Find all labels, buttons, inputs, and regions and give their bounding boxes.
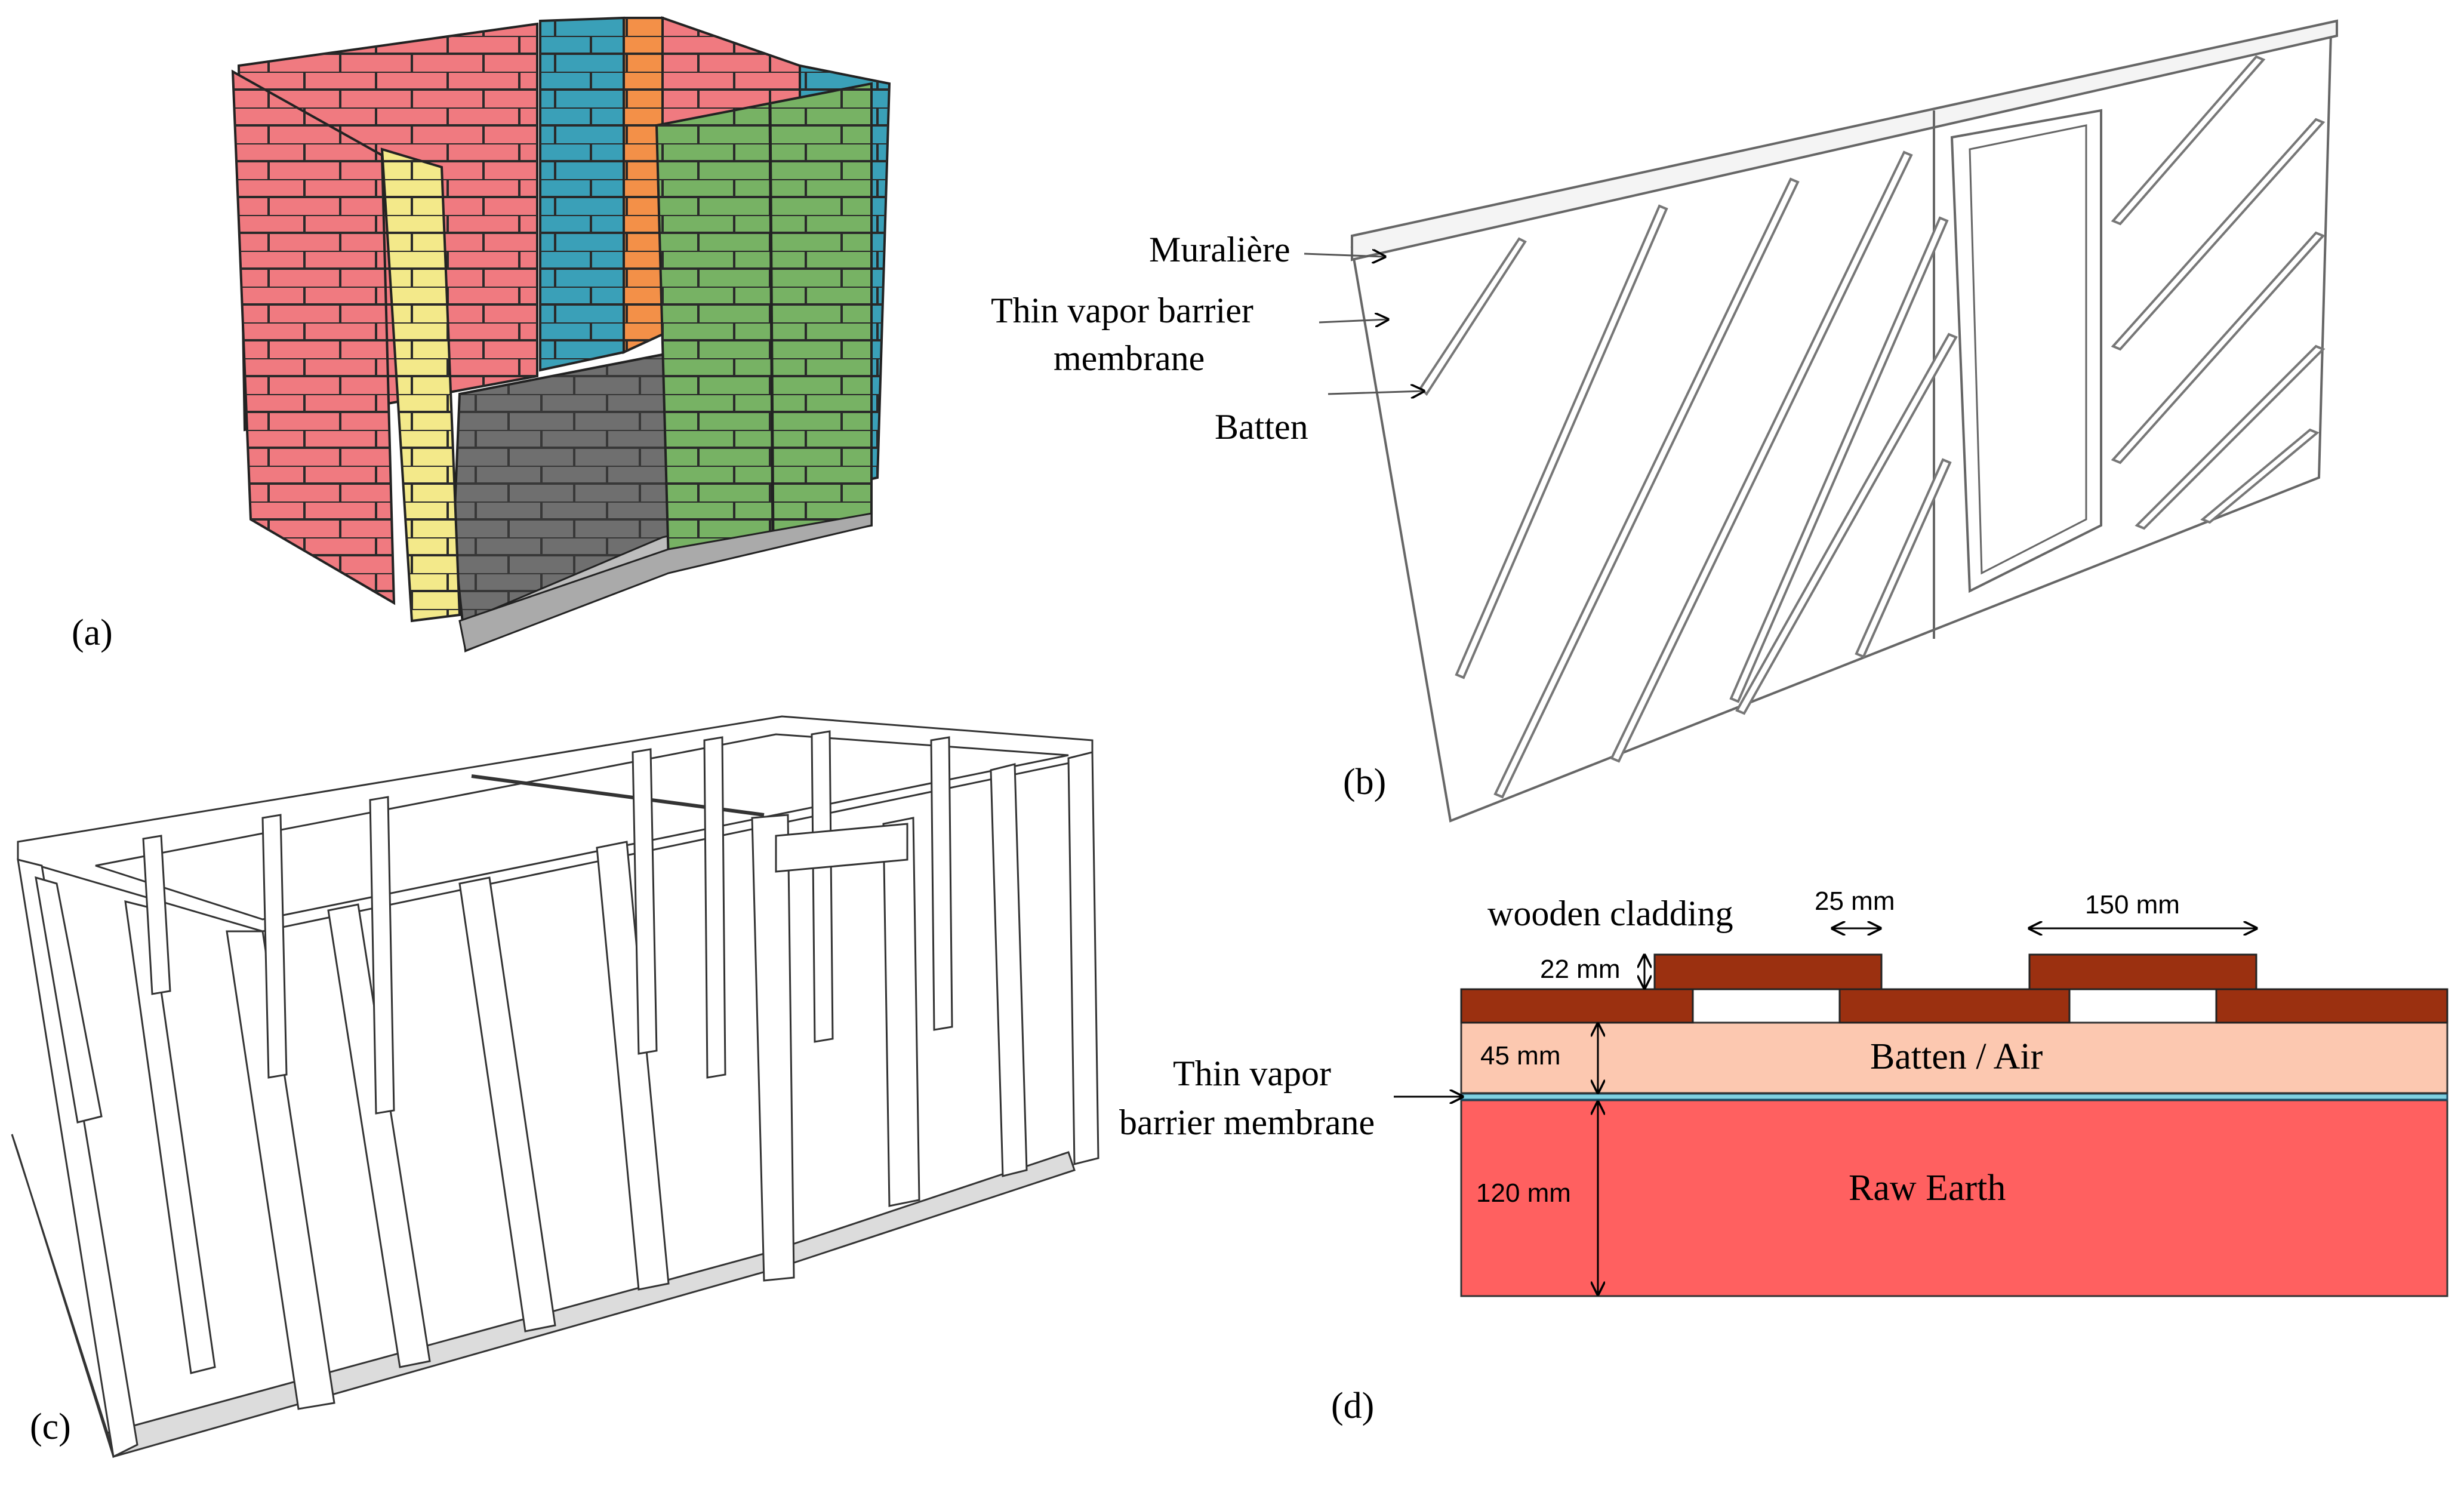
label-vapor-line1-b: Thin vapor barrier <box>991 291 1253 330</box>
cladding-board-upper-1 <box>1653 953 1883 990</box>
label-batten-air: Batten / Air <box>1870 1036 2043 1077</box>
dim-150mm: 150 mm <box>2085 890 2180 919</box>
muraliere-beam <box>1351 19 2338 261</box>
dim-120mm: 120 mm <box>1476 1178 1571 1208</box>
raw-earth-layer <box>1460 1099 2448 1297</box>
caption-c: (c) <box>30 1407 71 1447</box>
dim-22mm: 22 mm <box>1540 955 1620 984</box>
label-vapor-line1-d: Thin vapor <box>1173 1054 1331 1093</box>
cladding-board-lower-2 <box>1838 988 2071 1024</box>
caption-a: (a) <box>72 613 113 653</box>
panel-b-batten-wall: Muralière Thin vapor barrier membrane Ba… <box>991 19 2338 823</box>
dim-45mm: 45 mm <box>1480 1041 1560 1070</box>
caption-d: (d) <box>1331 1386 1374 1426</box>
studs <box>17 730 1099 1458</box>
bottom-plate <box>106 1151 1076 1458</box>
cladding-board-upper-2 <box>2028 953 2257 990</box>
caption-b: (b) <box>1343 762 1386 802</box>
label-batten: Batten <box>1215 407 1308 447</box>
panel-a-brick-model: (a) <box>72 16 891 653</box>
dim-25mm: 25 mm <box>1815 887 1895 916</box>
panel-d-wall-section: wooden cladding 25 mm 150 mm 22 mm 45 mm… <box>1119 887 2448 1426</box>
cladding-board-lower-1 <box>1460 988 1694 1024</box>
membrane-layer <box>1460 1093 2448 1101</box>
label-raw-earth: Raw Earth <box>1849 1168 2006 1208</box>
floor-front-row <box>458 512 873 653</box>
label-vapor-line2-b: membrane <box>1054 338 1205 378</box>
panel-c-timber-frame: (c) <box>11 715 1099 1458</box>
label-cladding: wooden cladding <box>1487 894 1733 933</box>
label-muraliere: Muralière <box>1149 230 1290 269</box>
label-vapor-line2-d: barrier membrane <box>1119 1103 1375 1142</box>
cladding-board-lower-3 <box>2215 988 2448 1024</box>
door-header <box>775 823 908 873</box>
diagonal-battens <box>1419 55 2326 799</box>
